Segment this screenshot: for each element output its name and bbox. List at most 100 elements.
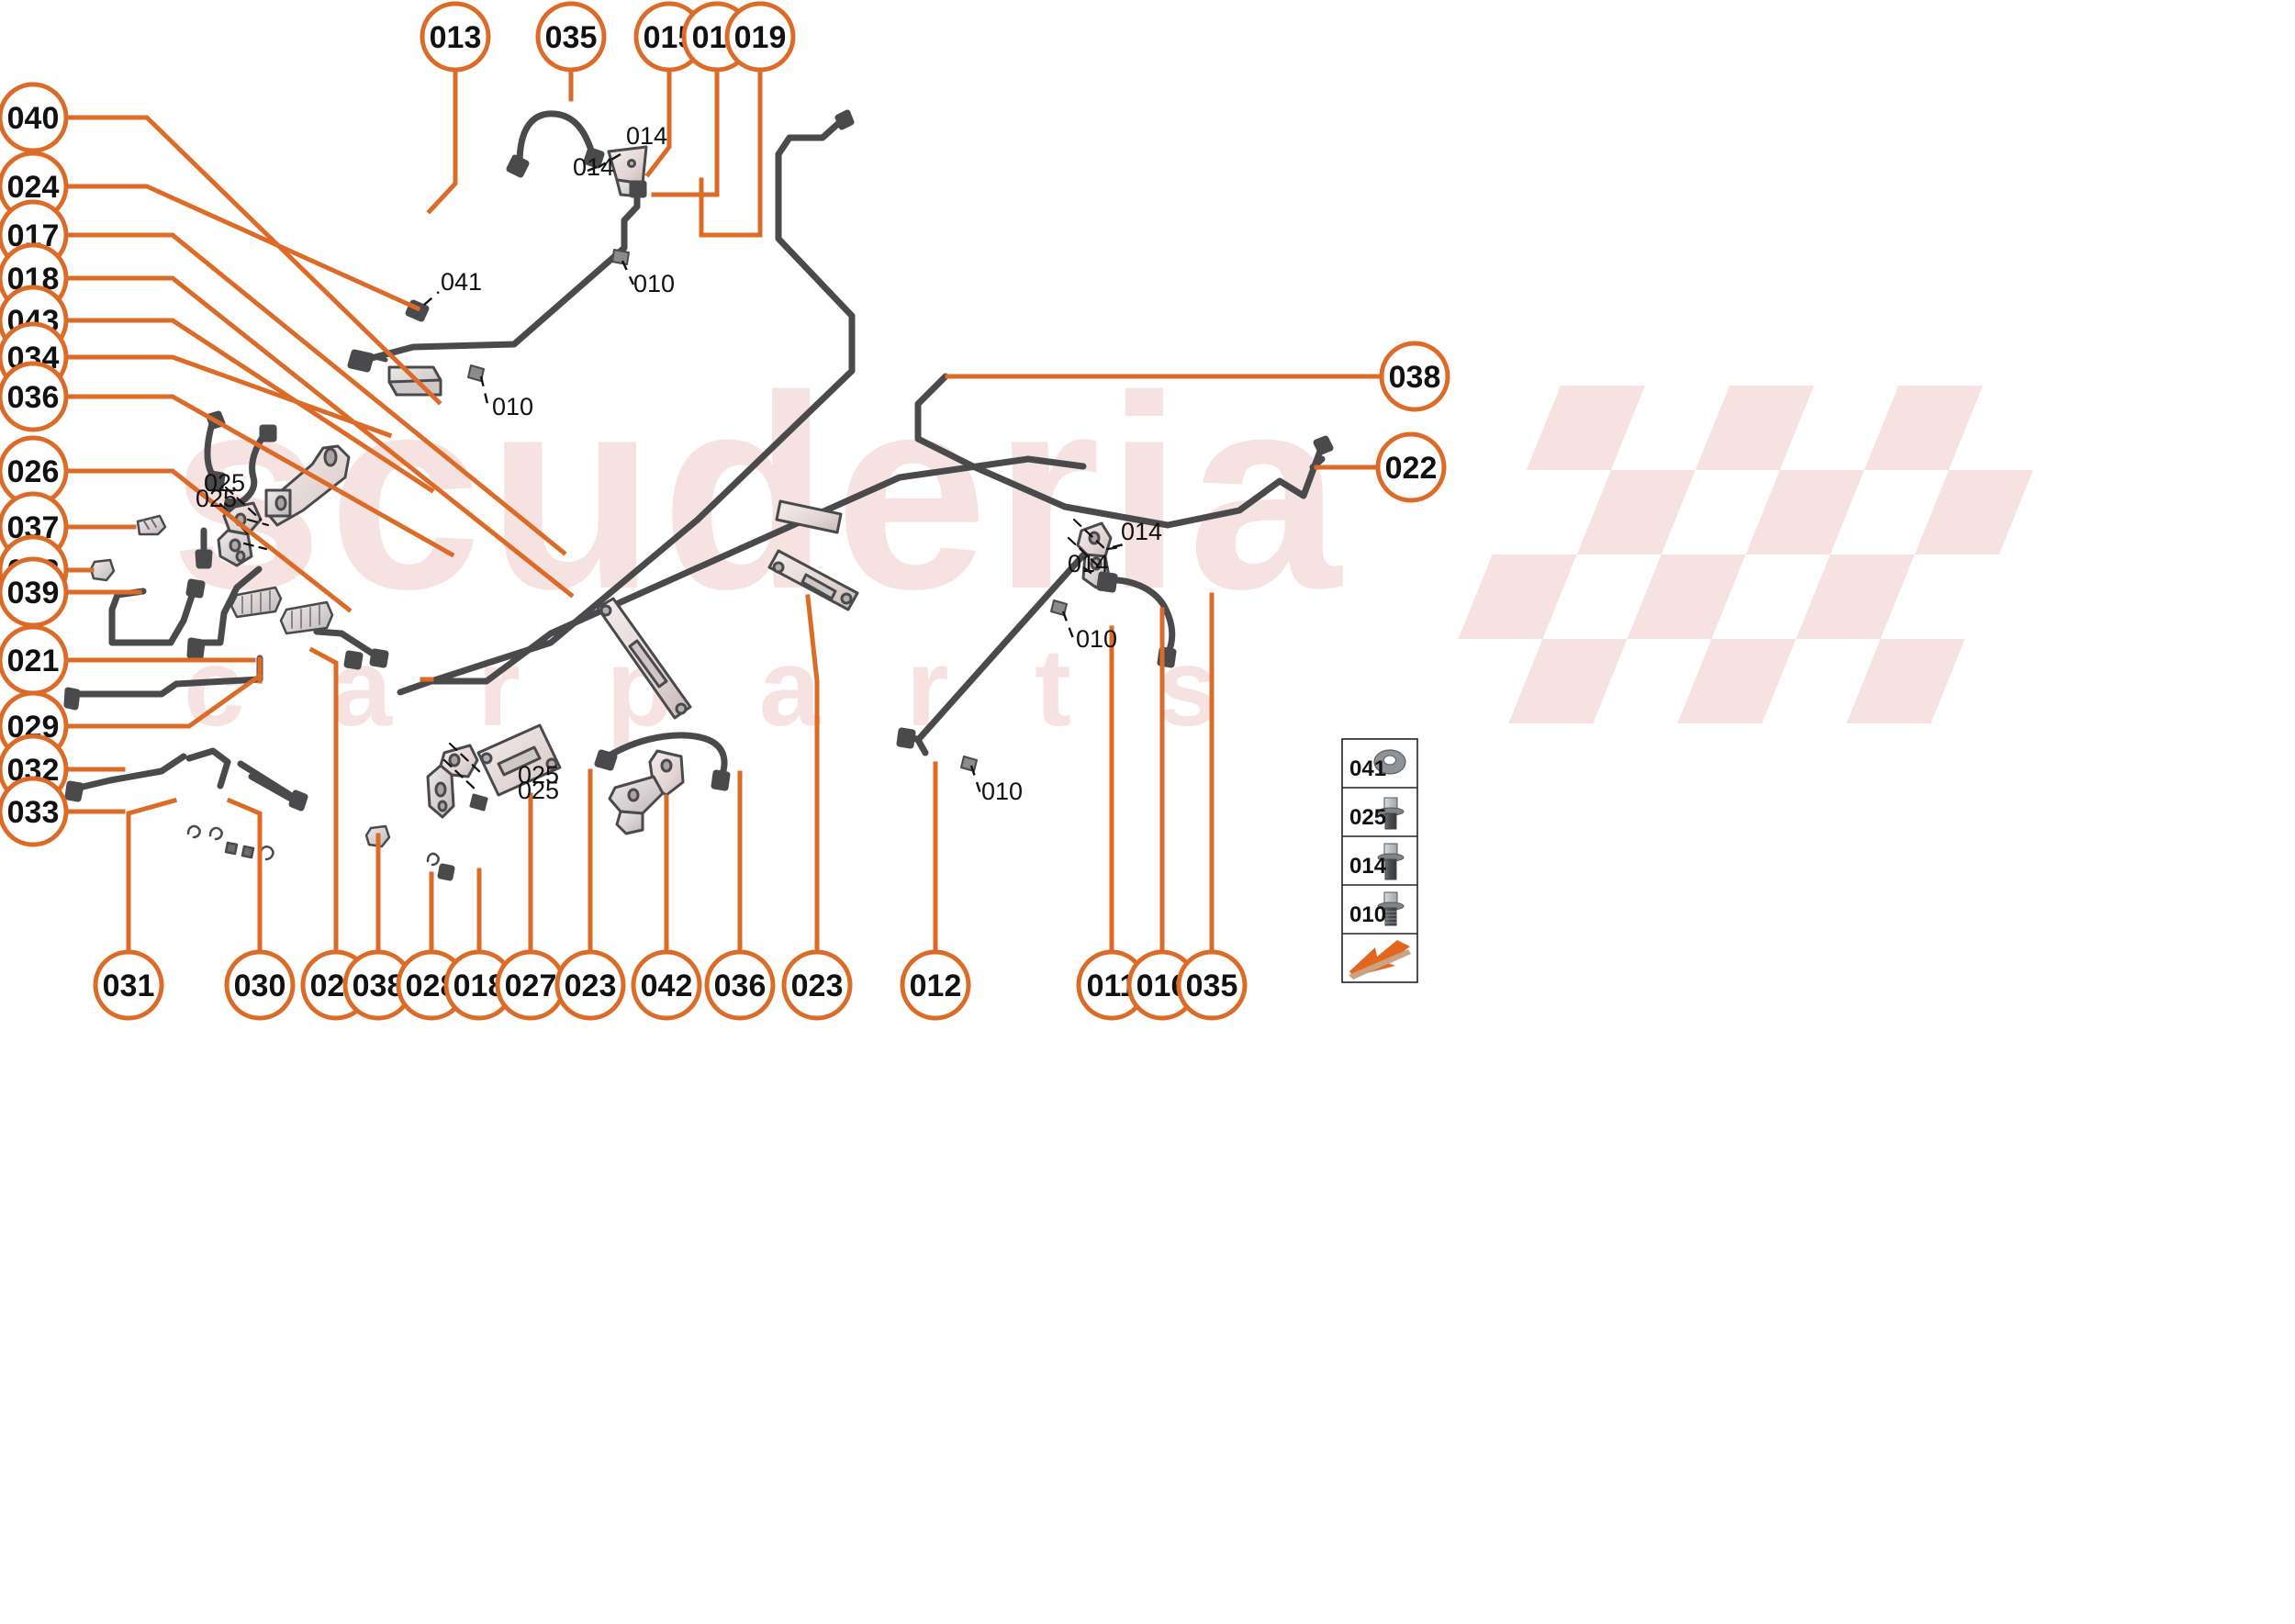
- callout-label: 021: [7, 644, 60, 678]
- callout-top-035[interactable]: 035: [535, 1, 607, 73]
- callout-bottom-030[interactable]: 030: [224, 949, 296, 1021]
- callout-label: 038: [353, 969, 405, 1003]
- callout-label: 012: [910, 969, 962, 1003]
- legend-row-041: 041: [1349, 756, 1386, 781]
- inline-label-014-8: 014: [1068, 550, 1109, 577]
- part-033-pipe: [185, 747, 231, 790]
- callout-label: 023: [565, 969, 617, 1003]
- callout-right-038[interactable]: 038: [1379, 341, 1450, 412]
- part-019-brake-pipe: [428, 109, 856, 685]
- callout-circle: [631, 949, 702, 1021]
- part-034-stem: [195, 527, 213, 569]
- part-014-right-dashed: [1067, 518, 1124, 571]
- part-039-hose: [108, 578, 206, 646]
- part-030-rods: [237, 760, 308, 812]
- callout-top-019[interactable]: 019: [724, 1, 796, 73]
- callout-bottom-038[interactable]: 038: [342, 949, 414, 1021]
- flange-bolt-threaded-icon: [1377, 891, 1405, 926]
- part-032-pipe: [64, 753, 187, 802]
- callout-left-036[interactable]: 036: [0, 361, 69, 432]
- callout-label: 040: [7, 101, 60, 136]
- callout-left-040[interactable]: 040: [0, 82, 69, 153]
- part-023-rail-top: [775, 499, 843, 534]
- callout-bottom-027[interactable]: 027: [495, 949, 566, 1021]
- part-017-caliper-bracket: [264, 444, 351, 527]
- callout-label: 035: [1186, 969, 1238, 1003]
- legend-labels: 041 025 014 010: [1349, 756, 1387, 927]
- inline-label-014-0: 014: [626, 122, 667, 150]
- part-023-rail-mid: [596, 597, 692, 720]
- inline-label-025-11: 025: [518, 777, 559, 804]
- part-012-long-line: [428, 455, 1087, 685]
- callout-left-039[interactable]: 039: [0, 556, 69, 628]
- callout-label: 027: [505, 969, 557, 1003]
- callout-circle: [554, 949, 626, 1021]
- callout-label: 024: [7, 170, 60, 205]
- part-037-clip: [136, 514, 167, 536]
- callout-left-026[interactable]: 026: [0, 435, 69, 507]
- callout-label: 042: [641, 969, 693, 1003]
- watermark-group: scuderia c a r p a r t s: [170, 338, 2033, 749]
- part-027-bracket: [426, 744, 488, 819]
- part-031-hardware: [186, 824, 274, 861]
- callout-label: 036: [714, 969, 767, 1003]
- callout-bottom-012[interactable]: 012: [900, 949, 971, 1021]
- callout-circle: [781, 949, 853, 1021]
- part-020-connector-a: [230, 586, 283, 619]
- callout-label: 035: [545, 20, 598, 55]
- flange-bolt-short-icon: [1377, 797, 1405, 830]
- part-013-brake-hose: [506, 110, 605, 178]
- callout-left-033[interactable]: 033: [0, 776, 69, 847]
- callout-label: 013: [430, 20, 482, 55]
- callout-bottom-042[interactable]: 042: [631, 949, 702, 1021]
- callout-circle: [0, 776, 69, 847]
- callout-label: 022: [1385, 451, 1438, 486]
- inline-label-025-10: 025: [518, 761, 559, 789]
- callout-label: 023: [791, 969, 844, 1003]
- callout-right-022[interactable]: 022: [1375, 431, 1447, 503]
- inline-label-014-7: 014: [1121, 518, 1162, 545]
- part-034-fitting: [347, 349, 388, 373]
- callout-left-021[interactable]: 021: [0, 624, 69, 696]
- part-023-rail-lower: [476, 723, 562, 797]
- callout-label: 038: [1389, 360, 1441, 395]
- watermark-scuderia: scuderia: [170, 338, 1347, 646]
- callout-left-024[interactable]: 024: [0, 151, 69, 222]
- part-main-brake-pipe: [313, 628, 435, 696]
- callout-circle: [420, 1, 491, 73]
- callout-circle: [93, 949, 164, 1021]
- washer-icon: [1373, 749, 1406, 775]
- callout-bottom-023[interactable]: 023: [781, 949, 853, 1021]
- callout-bubbles: 0400240170180430340360260370380390210290…: [0, 1, 1450, 1021]
- legend-row-014: 014: [1349, 854, 1387, 879]
- legend-row-010: 010: [1349, 902, 1386, 927]
- part-036-rail-upper: [767, 549, 859, 611]
- inline-label-010-3: 010: [633, 270, 675, 297]
- hardware-legend: [1341, 738, 1418, 983]
- callout-label: 019: [734, 20, 787, 55]
- callout-circle: [704, 949, 776, 1021]
- callout-bottom-023[interactable]: 023: [554, 949, 626, 1021]
- callout-label: 039: [7, 576, 60, 610]
- part-043-connector: [387, 365, 442, 397]
- callout-label: 030: [234, 969, 286, 1003]
- part-038-clip-left: [89, 558, 116, 582]
- callout-circle: [724, 1, 796, 73]
- callout-bottom-035[interactable]: 035: [1176, 949, 1248, 1021]
- callout-bottom-036[interactable]: 036: [704, 949, 776, 1021]
- parts-artwork: [63, 109, 1334, 881]
- part-020-connector-b: [279, 600, 334, 635]
- checkered-flag-watermark: [1458, 386, 2033, 723]
- part-028-clip: [426, 852, 440, 867]
- callout-top-013[interactable]: 013: [420, 1, 491, 73]
- part-036-lower-sensor: [594, 732, 731, 791]
- callout-bottom-031[interactable]: 031: [93, 949, 164, 1021]
- callout-circle: [535, 1, 607, 73]
- inline-label-041-2: 041: [441, 268, 482, 296]
- flange-bolt-long-icon: [1377, 843, 1405, 880]
- legend-row-025: 025: [1349, 805, 1386, 830]
- part-018-bolt: [437, 863, 455, 881]
- callout-label: 033: [7, 795, 60, 830]
